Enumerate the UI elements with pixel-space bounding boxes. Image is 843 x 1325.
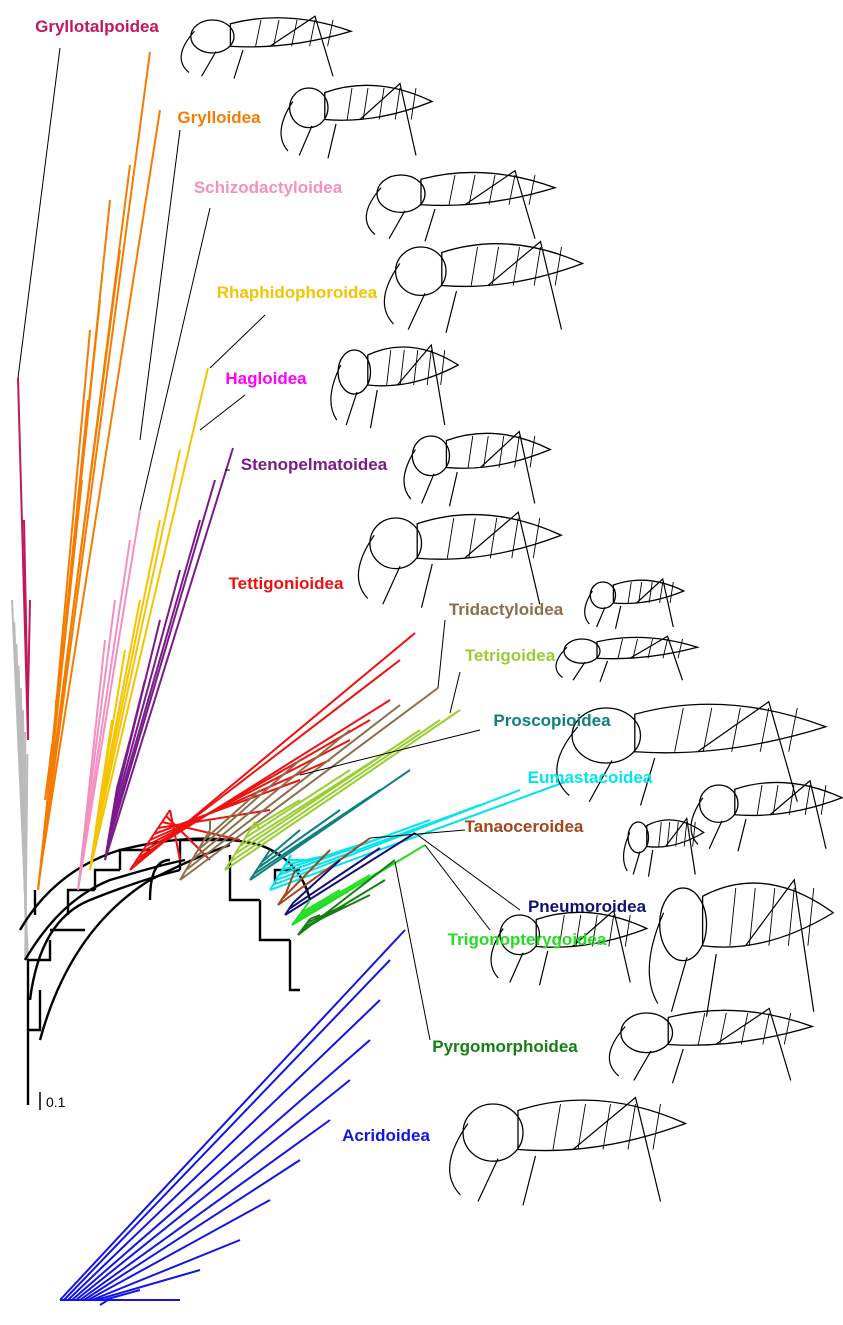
acridoidea-branch [80, 1120, 330, 1300]
gaudy-grasshopper-drawing [609, 1009, 812, 1084]
stenopelmatoidea-branch [105, 848, 107, 860]
acridoidea-branch [72, 1040, 370, 1300]
monkey-grasshopper-drawing [691, 781, 842, 852]
trigonopterygoidea-label: Trigonopterygoidea [448, 930, 607, 949]
proscopioidea-label: Proscopioidea [493, 711, 611, 730]
rhaphidophoroidea-branch [90, 856, 92, 870]
pneumoroidea-branches [285, 833, 415, 915]
rhaphidophoroidea-label: Rhaphidophoroidea [217, 283, 378, 302]
backbone-branch [230, 855, 260, 900]
tridactyloidea-branch [204, 790, 260, 840]
tettigonioidea-label: Tettigonioidea [229, 574, 344, 593]
bladder-grasshopper-drawing [649, 880, 833, 1017]
tettigonioidea-branch [166, 810, 170, 816]
stenopelmatoidea-label: Stenopelmatoidea [241, 455, 388, 474]
clade-branches [18, 52, 565, 1305]
hagloidea-leader-line [200, 395, 245, 430]
acridoidea-branches [60, 930, 405, 1305]
eumastacoidea-label: Eumastacoidea [528, 768, 653, 787]
camel-cricket-drawing [384, 242, 582, 333]
tridactyloidea-branches [180, 688, 438, 880]
tridactyloidea-label: Tridactyloidea [449, 600, 564, 619]
mole-cricket-drawing [181, 16, 351, 78]
rhaphidophoroidea-leader-line [210, 315, 265, 368]
tridactyloidea-leader-line [438, 620, 445, 688]
scale-bar: 0.1 [40, 1092, 66, 1110]
acridoidea-label: Acridoidea [342, 1126, 430, 1145]
pygmy-mole-cricket-drawing [585, 579, 684, 629]
backbone-branch [28, 990, 40, 1105]
jerusalem-cricket-drawing [404, 432, 550, 507]
tridactyloidea-branch [192, 730, 350, 860]
backbone-branch [260, 900, 290, 940]
tridactyloidea-branch [180, 688, 438, 880]
pyrgomorphoidea-leader-line [395, 862, 430, 1040]
schizodactyloidea-branch [78, 872, 80, 890]
groundhopper-drawing [556, 636, 698, 682]
gryllotalpoidea-label: Gryllotalpoidea [35, 17, 159, 36]
desert-long-horned-grasshopper-drawing [624, 819, 704, 877]
tetrigoidea-leader-line [450, 672, 460, 713]
tettigonioidea-branch [162, 816, 166, 822]
hagloidea-label: Hagloidea [225, 369, 307, 388]
katydid-drawing [358, 512, 561, 607]
grylloidea-label: Grylloidea [177, 108, 261, 127]
scale-bar-label: 0.1 [46, 1094, 66, 1110]
trigonopterygoidea-leader-line [425, 845, 490, 930]
pyrgomorphoidea-branch [298, 931, 301, 935]
pneumoroidea-leader-line [415, 833, 520, 910]
splay-footed-cricket-drawing [366, 171, 555, 242]
pneumoroidea-branch [285, 833, 415, 915]
acridoidea-branch [60, 930, 405, 1300]
pyrgomorphoidea-label: Pyrgomorphoidea [432, 1037, 578, 1056]
acridoidea-branch [76, 1080, 350, 1300]
grasshopper-drawing [450, 1098, 686, 1206]
hump-winged-grig-drawing [331, 345, 458, 428]
schizodactyloidea-label: Schizodactyloidea [194, 178, 343, 197]
cricket-drawing [281, 84, 432, 159]
rhaphidophoroidea-branch [92, 450, 180, 856]
acridoidea-branch [88, 1200, 270, 1300]
acridoidea-branch [68, 1000, 380, 1300]
tetrigoidea-label: Tetrigoidea [465, 646, 556, 665]
gryllotalpoidea-leader-line [18, 48, 60, 378]
backbone-branch [290, 940, 300, 990]
tanaoceroidea-label: Tanaoceroidea [465, 817, 584, 836]
grylloidea-leader-line [140, 130, 180, 440]
gryllotalpoidea-branch [28, 600, 30, 700]
eumastacoidea-branch [276, 805, 480, 880]
tree-backbone [20, 839, 310, 1105]
pneumoroidea-label: Pneumoroidea [528, 897, 647, 916]
acridoidea-branch [96, 1270, 200, 1300]
